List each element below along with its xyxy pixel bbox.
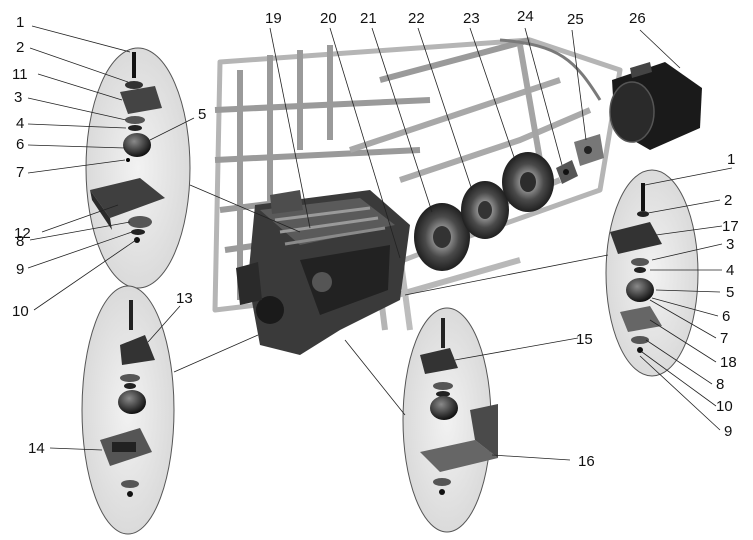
callout-3-right: 3 [726, 236, 734, 253]
callout-2-right: 2 [724, 192, 732, 209]
callout-2-left: 2 [16, 39, 24, 56]
callout-23: 23 [463, 10, 480, 27]
fitting-24 [556, 160, 578, 184]
callout-22: 22 [408, 10, 425, 27]
bracket-25 [574, 134, 604, 166]
callout-1-left: 1 [16, 14, 24, 31]
callout-11-left: 11 [12, 66, 28, 83]
callout-5-right: 5 [726, 284, 734, 301]
pulley-21 [414, 203, 470, 271]
callout-1-right: 1 [727, 151, 735, 168]
engine-block [236, 190, 410, 355]
callout-10-right: 10 [716, 398, 733, 415]
callout-12: 12 [14, 225, 31, 242]
callout-4-right: 4 [726, 262, 734, 279]
callout-26: 26 [629, 10, 646, 27]
mount-group-lower-center [402, 307, 498, 533]
callout-5-left: 5 [198, 106, 206, 123]
callout-9-right: 9 [724, 423, 732, 440]
mount-group-lower-left [81, 285, 175, 535]
callout-6-right: 6 [722, 308, 730, 325]
callout-6-left: 6 [16, 136, 24, 153]
callout-8-right: 8 [716, 376, 724, 393]
callout-7-right: 7 [720, 330, 728, 347]
callout-14: 14 [28, 440, 45, 457]
pulley-22 [461, 181, 509, 239]
cable [499, 38, 602, 101]
callout-9-left: 9 [16, 261, 24, 278]
callout-16: 16 [578, 453, 595, 470]
callout-21: 21 [360, 10, 377, 27]
callout-4-left: 4 [16, 115, 24, 132]
callout-25: 25 [567, 11, 584, 28]
callout-18: 18 [720, 354, 737, 371]
callout-labels: 1 2 11 3 4 5 6 7 12 8 9 10 19 20 21 22 2… [12, 8, 739, 470]
callout-19: 19 [265, 10, 282, 27]
callout-17: 17 [722, 218, 739, 235]
callout-3-left: 3 [14, 89, 22, 106]
callout-13: 13 [176, 290, 193, 307]
callout-7-left: 7 [16, 164, 24, 181]
pulley-23 [502, 152, 554, 212]
callout-10-left: 10 [12, 303, 29, 320]
air-filter-26 [609, 62, 702, 150]
mount-group-right [605, 169, 699, 377]
callout-24: 24 [517, 8, 534, 25]
leader-lines [27, 25, 733, 461]
callout-8-left: 8 [16, 233, 24, 250]
mount-group-upper-left [85, 47, 191, 289]
callout-15: 15 [576, 331, 593, 348]
callout-20: 20 [320, 10, 337, 27]
